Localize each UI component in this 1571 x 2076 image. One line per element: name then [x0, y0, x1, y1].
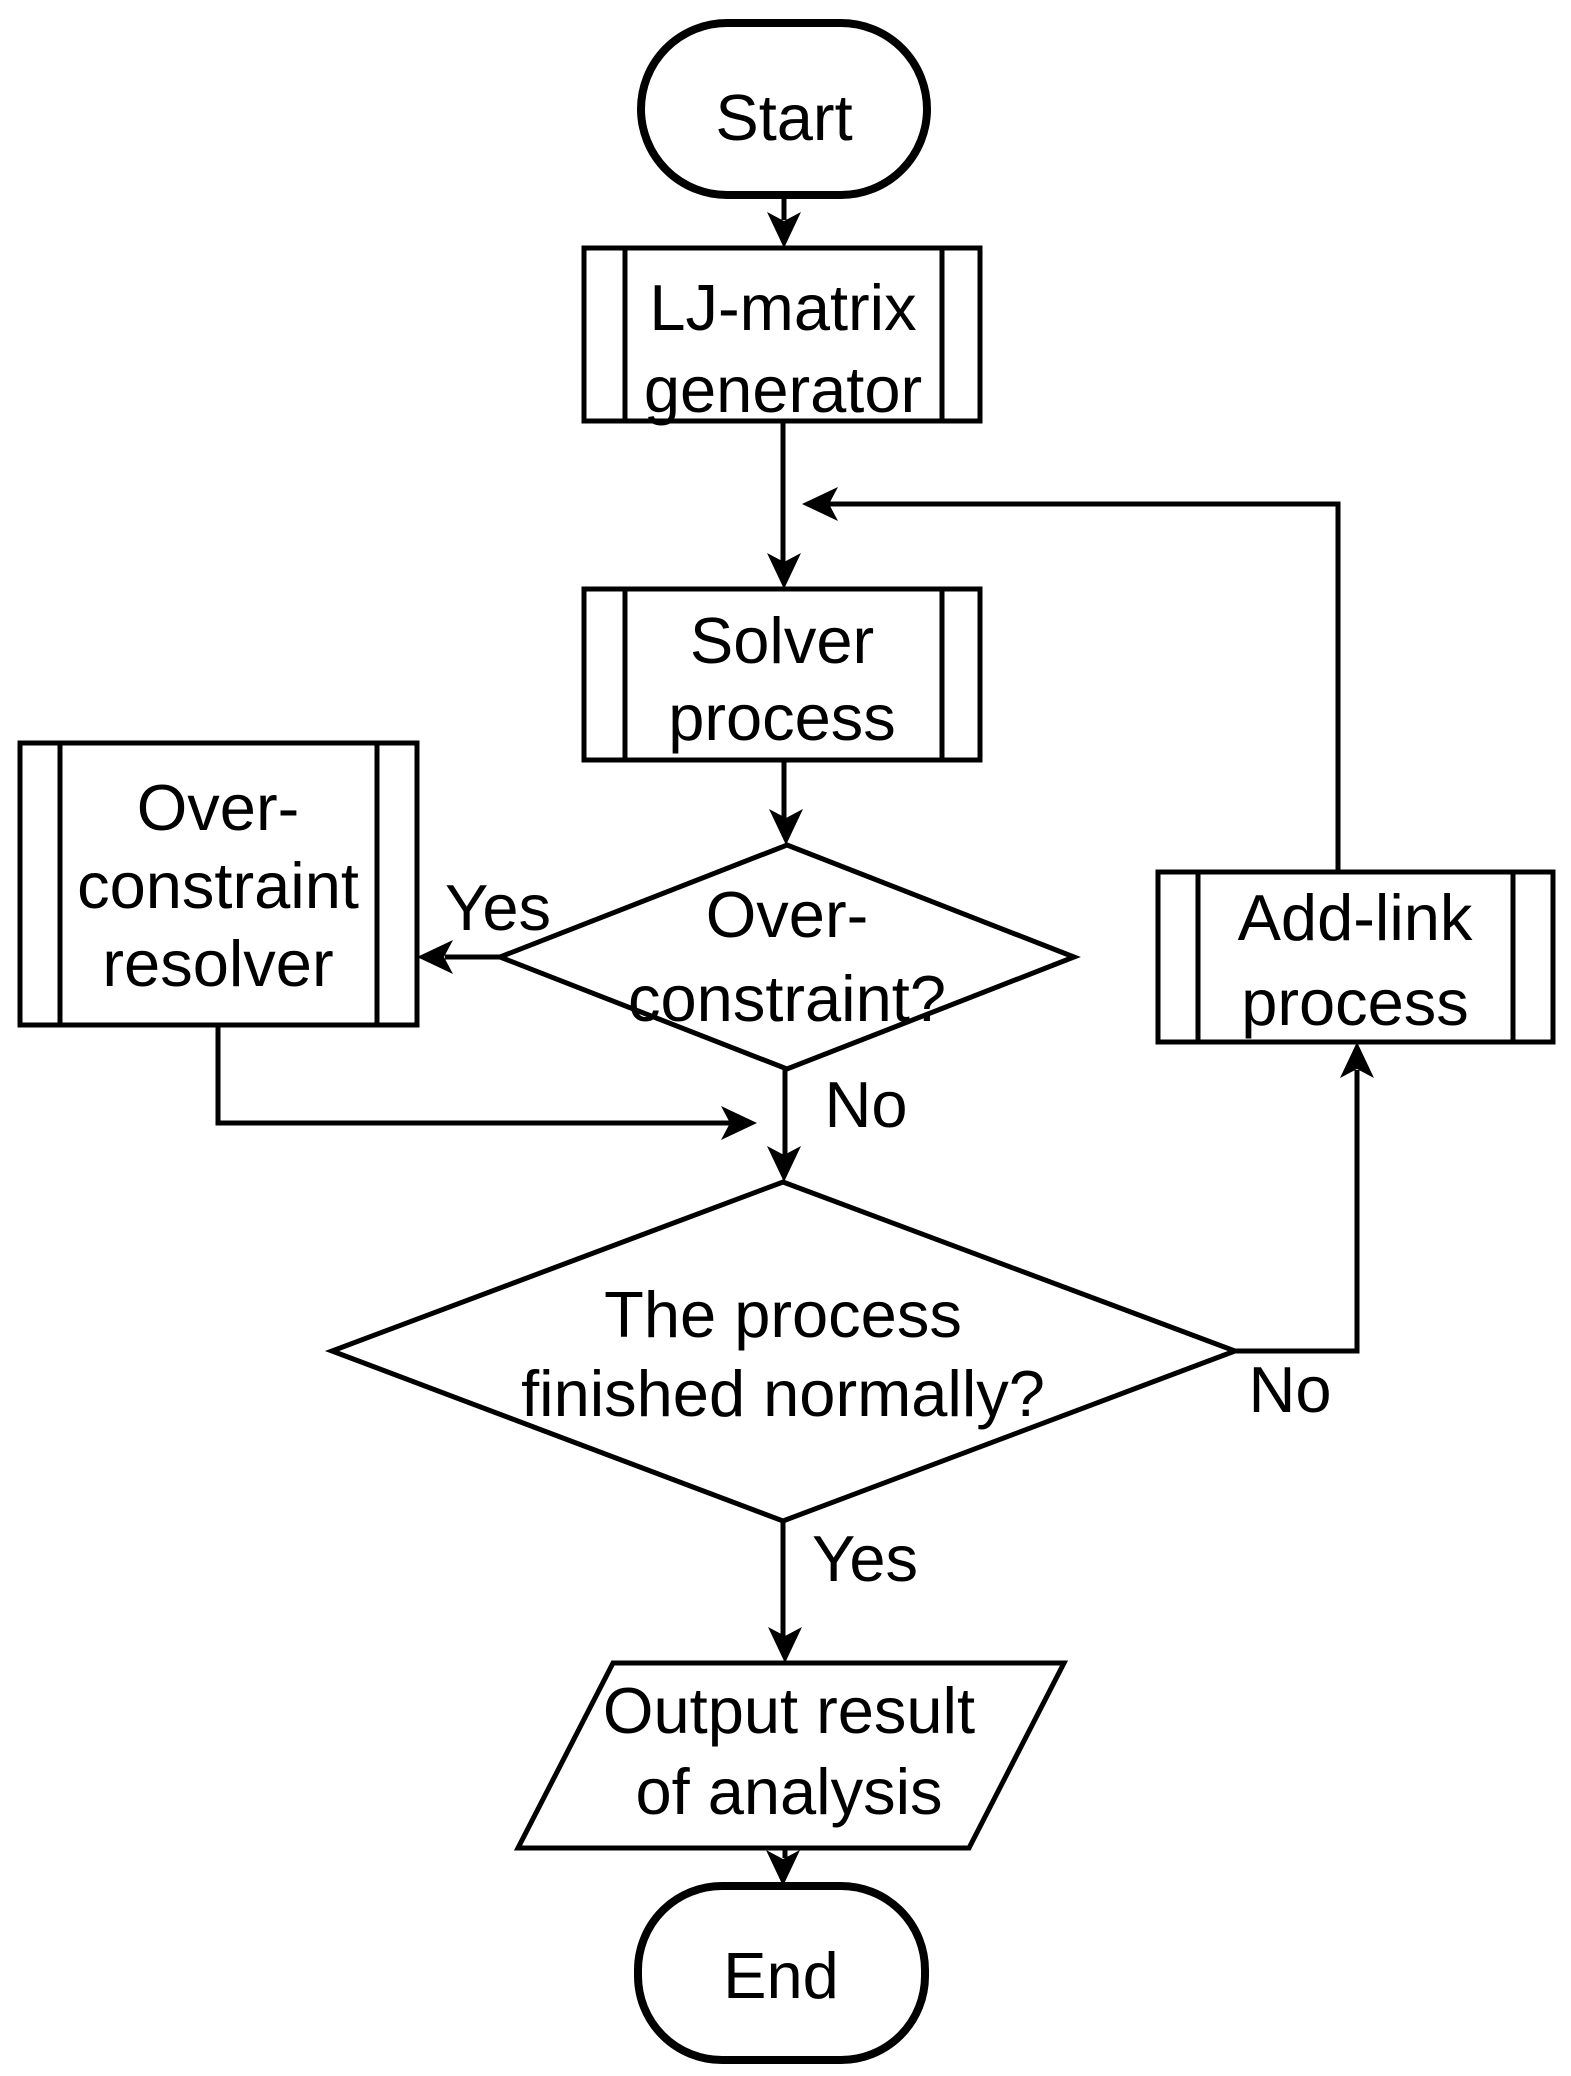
lj-matrix-generator-label-line2: generator: [644, 353, 922, 426]
add-link-process-label-line2: process: [1241, 966, 1469, 1039]
edge-finished-no-to-add-link: [1235, 1070, 1360, 1354]
start-label: Start: [715, 81, 852, 154]
output-result-label-line1: Output result: [603, 1674, 975, 1747]
solver-process-label-line1: Solver: [690, 604, 874, 677]
arrowhead-into-resolver: [417, 940, 453, 974]
edge-resolver-to-merge: [215, 1025, 730, 1126]
arrowhead-resolver-merge: [721, 1106, 757, 1140]
edge-label-finished-no: No: [1248, 1353, 1331, 1426]
over-constraint-resolver-shape: [17, 740, 420, 1028]
node-end: [634, 1882, 929, 2064]
over-constraint-resolver-label-line3: resolver: [102, 927, 333, 1000]
arrowhead-into-output: [768, 1627, 802, 1663]
output-result-shape: [513, 1660, 1069, 1851]
finished-decision-label-line1: The process: [604, 1278, 962, 1351]
over-constraint-resolver-label-line1: Over-: [137, 771, 300, 844]
node-lj-matrix-generator: [581, 245, 983, 424]
lj-matrix-generator-label-line1: LJ-matrix: [649, 271, 916, 344]
solver-process-label-line2: process: [668, 681, 896, 754]
end-terminator-shape: [634, 1882, 929, 2064]
node-add-link-process: [1155, 869, 1556, 1045]
finished-decision-label-line2: finished normally?: [521, 1357, 1045, 1430]
edge-label-over-constraint-yes: Yes: [445, 871, 551, 944]
arrowhead-into-finished-decision: [767, 1146, 801, 1182]
over-constraint-decision-label-line1: Over-: [706, 878, 869, 951]
over-constraint-decision-label-line2: constraint?: [628, 962, 946, 1035]
add-link-process-shape: [1155, 869, 1556, 1045]
arrowhead-into-over-constraint-decision: [769, 809, 803, 845]
edge-add-link-feedback-to-solver: [828, 501, 1341, 872]
node-output-result: [513, 1660, 1069, 1851]
add-link-process-label-line1: Add-link: [1238, 881, 1473, 954]
finished-decision-shape: [324, 1179, 1243, 1524]
arrowhead-into-solver: [767, 553, 801, 589]
over-constraint-resolver-label-line2: constraint: [77, 849, 359, 922]
lj-matrix-generator-shape: [581, 245, 983, 424]
edge-label-over-constraint-no: No: [824, 1068, 907, 1141]
edge-label-finished-yes: Yes: [812, 1522, 918, 1595]
arrowhead-into-end: [766, 1850, 800, 1886]
end-label: End: [723, 1939, 839, 2012]
node-finished-decision: [324, 1179, 1243, 1524]
arrowhead-into-lj-matrix: [767, 212, 801, 248]
arrowhead-into-add-link: [1340, 1042, 1374, 1078]
output-result-label-line2: of analysis: [635, 1755, 942, 1828]
arrowhead-feedback-merge: [802, 487, 838, 521]
node-over-constraint-resolver: [17, 740, 420, 1028]
